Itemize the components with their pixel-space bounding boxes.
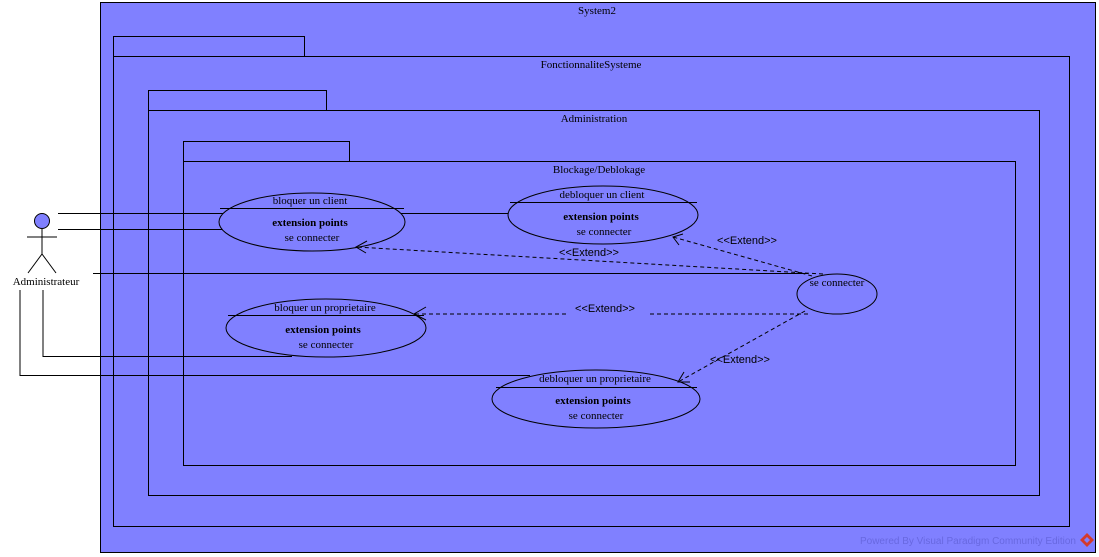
extend-label: <<Extend>>	[717, 235, 777, 247]
association-debloquer-proprietaire	[19, 290, 530, 376]
extend-label: <<Extend>>	[575, 303, 635, 315]
use-case-bloquer-un-client[interactable]: bloquer un client extension points se co…	[218, 192, 406, 252]
extend-line-bloquer-client	[355, 246, 824, 275]
use-case-name: debloquer un proprietaire	[539, 373, 651, 385]
extend-line-debloquer-proprietaire	[677, 310, 806, 383]
extension-point: se connecter	[569, 410, 624, 422]
use-case-name: se connecter	[810, 277, 865, 289]
use-case-ellipse	[507, 185, 699, 245]
system-title: System2	[578, 5, 616, 17]
use-case-name: debloquer un client	[560, 189, 645, 201]
extend-relationships	[354, 233, 824, 383]
extend-line-debloquer-client	[672, 236, 813, 277]
extension-points-header: extension points	[563, 211, 639, 223]
actor-left-leg	[27, 253, 43, 274]
use-case-ellipse	[491, 369, 701, 429]
package-administration: Administration	[148, 90, 1040, 496]
package-title: FonctionnaliteSysteme	[541, 59, 642, 71]
actor-name: Administrateur	[13, 276, 80, 288]
extend-arrowhead	[412, 306, 427, 321]
use-case-debloquer-un-client[interactable]: debloquer un client extension points se …	[507, 185, 699, 245]
use-case-ellipse	[796, 273, 878, 315]
extend-label: <<Extend>>	[559, 247, 619, 259]
use-case-bloquer-un-proprietaire[interactable]: bloquer un proprietaire extension points…	[225, 298, 427, 358]
extend-arrowhead	[672, 233, 684, 246]
extend-arrowhead	[354, 240, 368, 254]
actor-head	[34, 213, 50, 229]
extension-point: se connecter	[285, 232, 340, 244]
extension-point: se connecter	[577, 226, 632, 238]
watermark-text: Powered By Visual Paradigm Community Edi…	[860, 536, 1076, 547]
package-body	[148, 110, 1040, 496]
extension-points-header: extension points	[272, 217, 348, 229]
package-fonctionnalite-systeme: FonctionnaliteSysteme	[113, 36, 1070, 527]
association-bloquer-proprietaire	[42, 290, 292, 357]
use-case-name: bloquer un client	[273, 195, 348, 207]
extend-arrowhead	[677, 371, 690, 383]
extend-label: <<Extend>>	[710, 354, 770, 366]
actor-administrateur[interactable]: Administrateur	[13, 213, 80, 289]
package-body	[183, 161, 1016, 466]
extension-points-header: extension points	[555, 395, 631, 407]
package-title: Blockage/Deblokage	[553, 164, 645, 176]
use-case-ellipse	[225, 298, 427, 358]
package-title: Administration	[561, 113, 628, 125]
extension-points-header: extension points	[285, 324, 361, 336]
package-body	[113, 56, 1070, 527]
use-case-name: bloquer un proprietaire	[274, 302, 376, 314]
package-blockage-deblokage: Blockage/Deblokage	[183, 141, 1016, 466]
use-case-ellipse	[218, 192, 406, 252]
visual-paradigm-logo-icon	[1080, 533, 1094, 547]
use-case-se-connecter[interactable]: se connecter	[796, 273, 878, 315]
system-boundary	[100, 2, 1096, 553]
use-case-debloquer-un-proprietaire[interactable]: debloquer un proprietaire extension poin…	[491, 369, 701, 429]
extension-point: se connecter	[299, 339, 354, 351]
actor-right-leg	[41, 253, 57, 274]
